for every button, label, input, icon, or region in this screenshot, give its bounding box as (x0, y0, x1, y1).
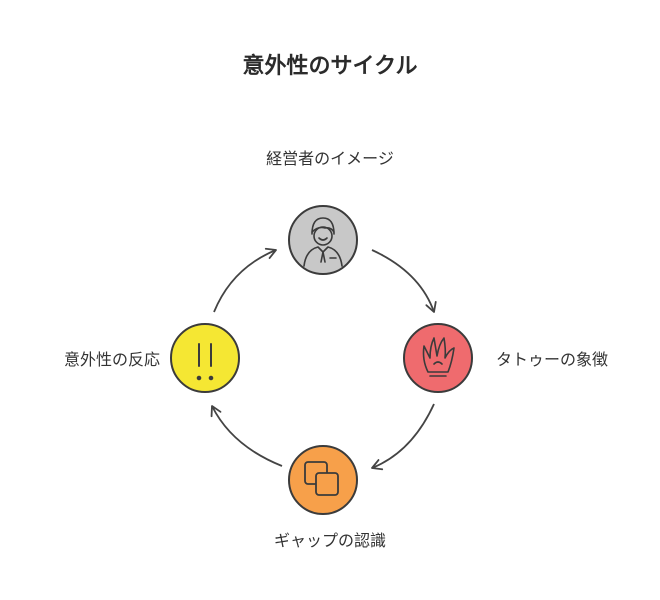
node-right (403, 323, 473, 393)
tattoo-hand-icon (422, 337, 455, 377)
node-left (170, 323, 240, 393)
diagram-title: 意外性のサイクル (242, 54, 418, 79)
node-left-label: 意外性の反応 (63, 350, 160, 369)
node-bottom-label: ギャップの認識 (273, 531, 386, 550)
node-left-circle (170, 323, 240, 393)
arrow-left-to-top (213, 247, 277, 313)
exclamation-icon (196, 343, 214, 381)
node-top (288, 205, 358, 275)
node-right-circle (403, 323, 473, 393)
businessman-icon (303, 217, 343, 267)
arrow-top-to-right (371, 249, 437, 313)
overlapping-squares-icon (304, 461, 339, 496)
node-bottom (288, 445, 358, 515)
arrow-right-to-bottom (371, 403, 435, 471)
node-right-label: タトゥーの象徴 (496, 350, 609, 369)
node-top-label: 経営者のイメージ (266, 149, 394, 168)
arrow-bottom-to-left (210, 405, 283, 467)
